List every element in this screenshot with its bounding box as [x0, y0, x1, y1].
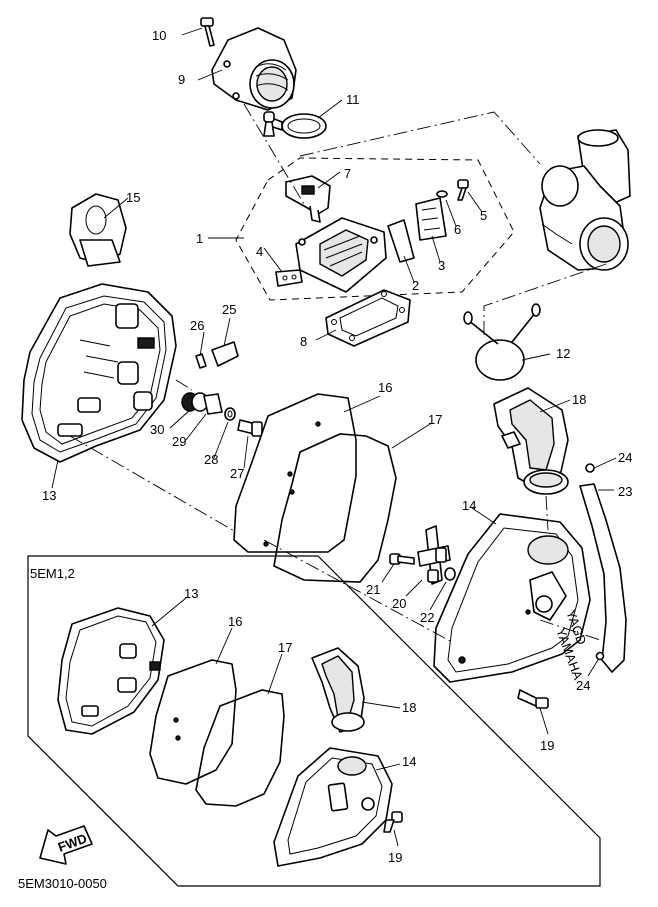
carburetor: [539, 129, 631, 271]
inset-joint-18: [311, 647, 365, 733]
inset-callout-19: 19: [388, 850, 402, 865]
hose-23: [579, 483, 627, 673]
callout-27: 27: [230, 466, 244, 481]
phantom-line-carb-joint: [483, 263, 607, 336]
screw-21: [389, 553, 415, 565]
washer-6: [436, 190, 448, 198]
inset-air-cleaner-case-13: [57, 607, 165, 735]
washer-28: [224, 407, 236, 421]
phantom-line-manifold-carb: [299, 111, 541, 165]
inset-air-cleaner-case-14: [273, 747, 393, 867]
callout-25: 25: [222, 302, 236, 317]
callout-18: 18: [572, 392, 586, 407]
clip-12: [463, 303, 541, 381]
callout-7: 7: [344, 166, 351, 181]
reed-2: [387, 219, 415, 263]
inset-title: 5EM1,2: [30, 566, 75, 581]
callout-1: 1: [196, 231, 203, 246]
clamp-11: [269, 113, 327, 139]
callout-19: 19: [540, 738, 554, 753]
reed-valve-group-outline: [235, 157, 515, 301]
bolt-10: [200, 17, 215, 47]
plate-25: [211, 341, 239, 367]
gasket-8: [325, 289, 411, 347]
inset-bolt-19: [383, 811, 403, 833]
callout-16: 16: [378, 380, 392, 395]
air-cleaner-case-13: [21, 283, 177, 463]
inset-callout-13: 13: [184, 586, 198, 601]
oring-22: [444, 567, 456, 581]
callout-21: 21: [366, 582, 380, 597]
inset-air-filter-element-16: [149, 659, 237, 785]
inset-callout-16: 16: [228, 614, 242, 629]
joint-18: [493, 387, 569, 495]
inset-callout-18: 18: [402, 700, 416, 715]
seal-17: [273, 433, 397, 583]
inset-frame: [27, 555, 601, 887]
callout-22: 22: [420, 610, 434, 625]
bolt-27: [237, 419, 263, 437]
callout-8: 8: [300, 334, 307, 349]
callout-4: 4: [256, 244, 263, 259]
phantom-line-washer: [175, 379, 193, 391]
callout-26: 26: [190, 318, 204, 333]
clip-24-upper: [585, 463, 595, 473]
callout-28: 28: [204, 452, 218, 467]
callout-6: 6: [454, 222, 461, 237]
callout-24-upper: 24: [618, 450, 632, 465]
bolt-19: [517, 689, 549, 709]
diagram-code: 5EM3010-0050: [18, 876, 107, 891]
callout-30: 30: [150, 422, 164, 437]
clip-24-lower: [595, 651, 605, 661]
callout-3: 3: [438, 258, 445, 273]
callout-17: 17: [428, 412, 442, 427]
callout-5: 5: [480, 208, 487, 223]
callout-13: 13: [42, 488, 56, 503]
inset-callout-17: 17: [278, 640, 292, 655]
reed-plate-3: [415, 197, 447, 241]
cap-15: [69, 193, 127, 267]
callout-14: 14: [462, 498, 476, 513]
inset-fwd-arrow: FWD: [39, 825, 93, 865]
inset-callout-14: 14: [402, 754, 416, 769]
drain-20: [417, 525, 451, 585]
pin-26: [195, 353, 207, 369]
fitting-small: [263, 111, 275, 137]
callout-9: 9: [178, 72, 185, 87]
air-cleaner-case-14: YAMAHA YAGD: [433, 513, 591, 683]
screw-4: [275, 269, 303, 287]
callout-12: 12: [556, 346, 570, 361]
phantom-line-joint-box: [545, 495, 549, 531]
phantom-line-bolt-box: [539, 619, 601, 641]
bolt-5: [457, 179, 469, 201]
phantom-line-case-box: [69, 435, 453, 643]
callout-11: 11: [346, 92, 360, 107]
callout-15: 15: [126, 190, 140, 205]
inset-seal-17: [195, 689, 285, 807]
callout-10: 10: [152, 28, 166, 43]
callout-20: 20: [392, 596, 406, 611]
intake-manifold-9: [211, 27, 297, 111]
phantom-line-manifold-reed: [243, 103, 305, 205]
callout-24-lower: 24: [576, 678, 590, 693]
callout-2: 2: [412, 278, 419, 293]
callout-29: 29: [172, 434, 186, 449]
reed-stopper-7: [285, 175, 331, 223]
callout-23: 23: [618, 484, 632, 499]
reed-valve-body: [295, 217, 387, 293]
collar-29: [203, 393, 223, 415]
leader-lines: [51, 27, 617, 847]
